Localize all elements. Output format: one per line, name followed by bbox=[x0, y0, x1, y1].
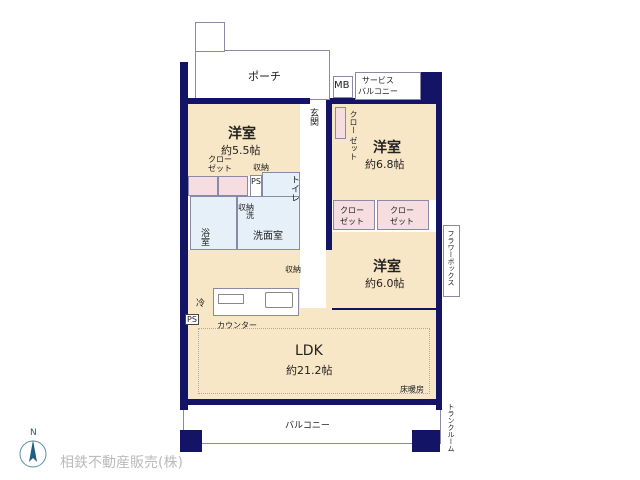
western-room-1 bbox=[188, 104, 304, 176]
service-balcony-label: サービス バルコニー bbox=[358, 76, 398, 96]
closet-label-2: クロー ゼット bbox=[340, 206, 364, 226]
mb bbox=[333, 76, 353, 98]
compass-label: N bbox=[30, 428, 37, 438]
western-2-name: 洋室 bbox=[373, 140, 401, 156]
mb-label: MB bbox=[334, 80, 350, 91]
closet-room2-b bbox=[377, 200, 429, 230]
storage-label-3: 収納 bbox=[285, 265, 301, 274]
stove-icon bbox=[218, 294, 244, 304]
storage-label-1: 収納 bbox=[253, 163, 269, 172]
porch bbox=[195, 50, 330, 100]
floor-heating-label: 床暖房 bbox=[400, 385, 424, 394]
wall-right bbox=[436, 72, 442, 410]
flower-box bbox=[443, 225, 460, 297]
floor-heating-area bbox=[198, 328, 430, 394]
western-room-3 bbox=[332, 232, 436, 310]
ldk-name: LDK bbox=[295, 343, 323, 359]
porch-label: ポーチ bbox=[248, 70, 281, 83]
wall-bottom bbox=[180, 399, 442, 405]
wall-top-right bbox=[330, 98, 442, 104]
wall-mid bbox=[326, 100, 332, 312]
fridge-label: 冷 bbox=[196, 299, 206, 309]
closet-room1-a bbox=[188, 176, 218, 196]
bath-label: 浴室 bbox=[199, 228, 209, 246]
closet-room2-a bbox=[333, 200, 375, 230]
column-bl bbox=[180, 430, 202, 452]
western-3-size: 約6.0帖 bbox=[365, 277, 405, 290]
entrance-label: 玄関 bbox=[308, 108, 318, 126]
western-room-2 bbox=[332, 104, 436, 200]
storage-label-2: 収納 bbox=[238, 203, 254, 212]
counter-label: カウンター bbox=[217, 321, 257, 330]
closet-label-entry: クロー ゼット bbox=[349, 110, 358, 161]
closet-label-1: クロー ゼット bbox=[208, 155, 232, 173]
western-3-name: 洋室 bbox=[373, 259, 401, 275]
watermark: 相鉄不動産販売(株) bbox=[60, 455, 183, 471]
column-tr bbox=[420, 72, 442, 102]
hall bbox=[300, 104, 326, 308]
sink-icon bbox=[265, 292, 293, 308]
closet-label-3: クロー ゼット bbox=[390, 206, 414, 226]
toilet bbox=[262, 172, 300, 200]
closet-room1-b bbox=[218, 176, 248, 196]
trunk-room-label: トランクルーム bbox=[447, 403, 455, 452]
ps-label-2: PS bbox=[185, 314, 199, 325]
closet-entry bbox=[335, 107, 346, 139]
toilet-label: トイレ bbox=[289, 175, 299, 202]
flower-box-label: フラワーボックス bbox=[447, 230, 455, 286]
compass-icon bbox=[14, 432, 52, 470]
wall-left bbox=[180, 62, 188, 410]
western-2-size: 約6.8帖 bbox=[365, 158, 405, 171]
column-br bbox=[412, 430, 440, 452]
wall-top-left bbox=[180, 98, 310, 104]
washroom-label: 洗面室 bbox=[253, 231, 283, 242]
bath bbox=[190, 196, 237, 250]
washroom bbox=[237, 196, 300, 250]
kitchen-counter bbox=[213, 288, 299, 316]
ldk-size: 約21.2帖 bbox=[286, 364, 333, 377]
western-1-size: 約5.5帖 bbox=[221, 144, 261, 157]
porch-gate bbox=[195, 22, 225, 52]
laundry-label: 洗 bbox=[246, 211, 254, 220]
western-1-name: 洋室 bbox=[228, 126, 256, 142]
service-balcony bbox=[355, 72, 421, 100]
balcony-label: バルコニー bbox=[285, 421, 330, 431]
ps-label: PS bbox=[251, 177, 261, 186]
